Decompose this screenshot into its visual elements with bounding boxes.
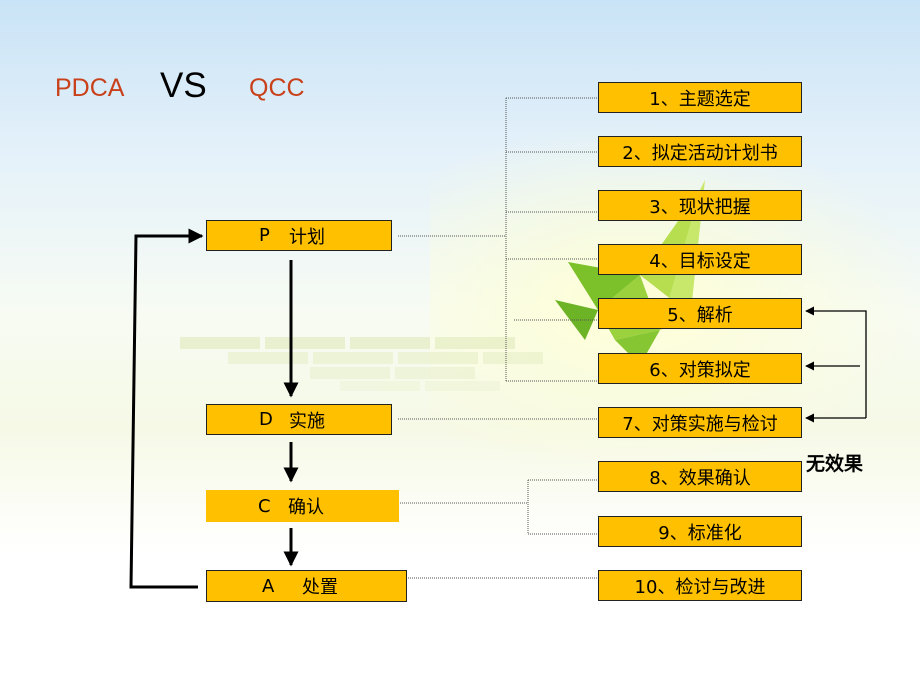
pdca-box-plan: P 计划 (206, 220, 392, 251)
pdca-box-act: A 处置 (206, 570, 407, 602)
pdca-label: 实施 (289, 410, 325, 432)
pdca-label: 确认 (288, 497, 324, 518)
qcc-step-9: 9、标准化 (598, 516, 802, 547)
title-pdca: PDCA (55, 74, 125, 102)
pdca-key: A (262, 575, 275, 597)
arrow-a-to-p-loop (129, 228, 204, 589)
qcc-step-7: 7、对策实施与检讨 (598, 407, 802, 438)
p-bracket (398, 97, 598, 382)
brick-wall-decoration (180, 337, 543, 391)
qcc-step-10: 10、检讨与改进 (598, 570, 802, 601)
pdca-key: C (258, 495, 271, 517)
feedback-arrows (805, 306, 867, 423)
qcc-step-2: 2、拟定活动计划书 (598, 136, 802, 167)
pdca-label: 计划 (289, 226, 325, 248)
pdca-box-check: C 确认 (206, 490, 399, 522)
c-bracket (398, 479, 598, 535)
title-vs: VS (160, 66, 207, 105)
pdca-key: P (259, 225, 270, 246)
qcc-step-4: 4、目标设定 (598, 244, 802, 275)
qcc-step-6: 6、对策拟定 (598, 353, 802, 384)
qcc-step-3: 3、现状把握 (598, 190, 802, 221)
pdca-key: D (259, 409, 273, 430)
pdca-label: 处置 (302, 577, 338, 598)
qcc-step-1: 1、主题选定 (598, 82, 802, 113)
feedback-note: 无效果 (806, 453, 864, 475)
title-qcc: QCC (249, 74, 305, 102)
qcc-step-8: 8、效果确认 (598, 461, 802, 492)
pdca-box-do: D 实施 (206, 404, 392, 435)
qcc-step-5: 5、解析 (598, 298, 802, 329)
